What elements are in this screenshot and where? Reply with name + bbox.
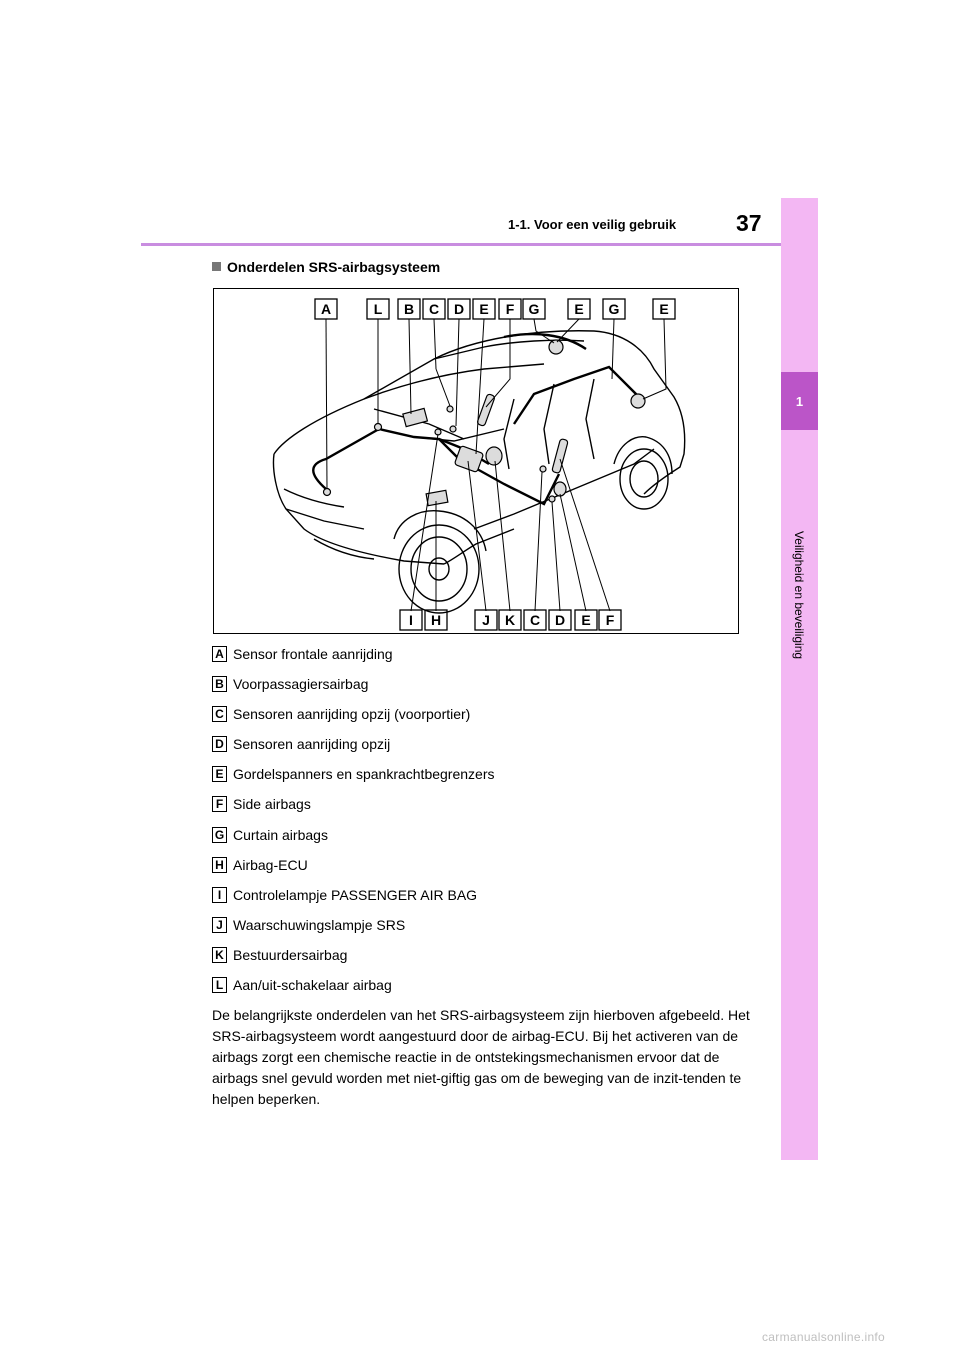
legend-item: E Gordelspanners en spankrachtbegrenzers (212, 766, 495, 796)
page-number: 37 (736, 210, 762, 237)
legend-text: Sensor frontale aanrijding (233, 646, 393, 662)
figure-label: H (431, 612, 441, 628)
figure-label: F (606, 612, 615, 628)
figure-label: E (581, 612, 590, 628)
chapter-side-tab[interactable] (781, 198, 818, 1160)
figure-label: A (321, 301, 331, 317)
figure-label: B (404, 301, 414, 317)
legend-text: Side airbags (233, 796, 311, 812)
legend-letter-box: J (212, 917, 227, 933)
legend-item: B Voorpassagiersairbag (212, 676, 495, 706)
legend-text: Sensoren aanrijding opzij (233, 736, 390, 752)
figure-label: D (454, 301, 464, 317)
legend-text: Gordelspanners en spankrachtbegrenzers (233, 766, 495, 782)
figure-label: C (429, 301, 439, 317)
header-section-title: 1-1. Voor een veilig gebruik (508, 217, 676, 232)
section-heading: Onderdelen SRS-airbagsysteem (212, 259, 440, 275)
header-divider (141, 243, 782, 246)
legend-item: D Sensoren aanrijding opzij (212, 736, 495, 766)
legend-item: J Waarschuwingslampje SRS (212, 917, 495, 947)
figure-label: E (574, 301, 583, 317)
car-outline (274, 331, 685, 564)
legend-item: G Curtain airbags (212, 827, 495, 857)
figure-label: J (482, 612, 490, 628)
wiring-harness (313, 334, 639, 504)
chapter-title-vertical: Veiligheid en beveiliging (792, 531, 806, 659)
legend-item: I Controlelampje PASSENGER AIR BAG (212, 887, 495, 917)
legend-item: C Sensoren aanrijding opzij (voorportier) (212, 706, 495, 736)
legend-text: Waarschuwingslampje SRS (233, 917, 405, 933)
figure-label: F (506, 301, 515, 317)
legend-letter-box: B (212, 676, 227, 692)
section-heading-text: Onderdelen SRS-airbagsysteem (227, 259, 440, 275)
legend-text: Voorpassagiersairbag (233, 676, 368, 692)
legend-letter-box: H (212, 857, 227, 873)
chapter-number-tab[interactable]: 1 (781, 372, 818, 430)
legend-text: Sensoren aanrijding opzij (voorportier) (233, 706, 470, 722)
figure-label: I (409, 612, 413, 628)
legend-letter-box: I (212, 887, 227, 903)
legend-letter-box: E (212, 766, 227, 782)
legend-item: A Sensor frontale aanrijding (212, 646, 495, 676)
legend-text: Bestuurdersairbag (233, 947, 347, 963)
legend-letter-box: D (212, 736, 227, 752)
legend-letter-box: A (212, 646, 227, 662)
figure-label: L (374, 301, 383, 317)
figure-label: G (529, 301, 540, 317)
legend-item: F Side airbags (212, 796, 495, 826)
figure-label: D (555, 612, 565, 628)
watermark: carmanualsonline.info (762, 1330, 885, 1344)
legend-letter-box: K (212, 947, 227, 963)
legend-item: L Aan/uit-schakelaar airbag (212, 977, 495, 1007)
legend-text: Curtain airbags (233, 827, 328, 843)
legend-letter-box: G (212, 827, 227, 843)
legend-letter-box: F (212, 796, 227, 812)
legend-letter-box: C (212, 706, 227, 722)
airbag-components (324, 340, 646, 506)
legend-text: Controlelampje PASSENGER AIR BAG (233, 887, 477, 903)
legend-item: K Bestuurdersairbag (212, 947, 495, 977)
legend-text: Airbag-ECU (233, 857, 308, 873)
legend-item: H Airbag-ECU (212, 857, 495, 887)
figure-label: K (505, 612, 515, 628)
figure-label: E (479, 301, 488, 317)
legend-letter-box: L (212, 977, 227, 993)
legend-text: Aan/uit-schakelaar airbag (233, 977, 392, 993)
figure-label: G (609, 301, 620, 317)
figure-label: C (530, 612, 540, 628)
body-paragraph: De belangrijkste onderdelen van het SRS-… (212, 1005, 752, 1110)
figure-label: E (659, 301, 668, 317)
heading-square-icon (212, 262, 221, 271)
